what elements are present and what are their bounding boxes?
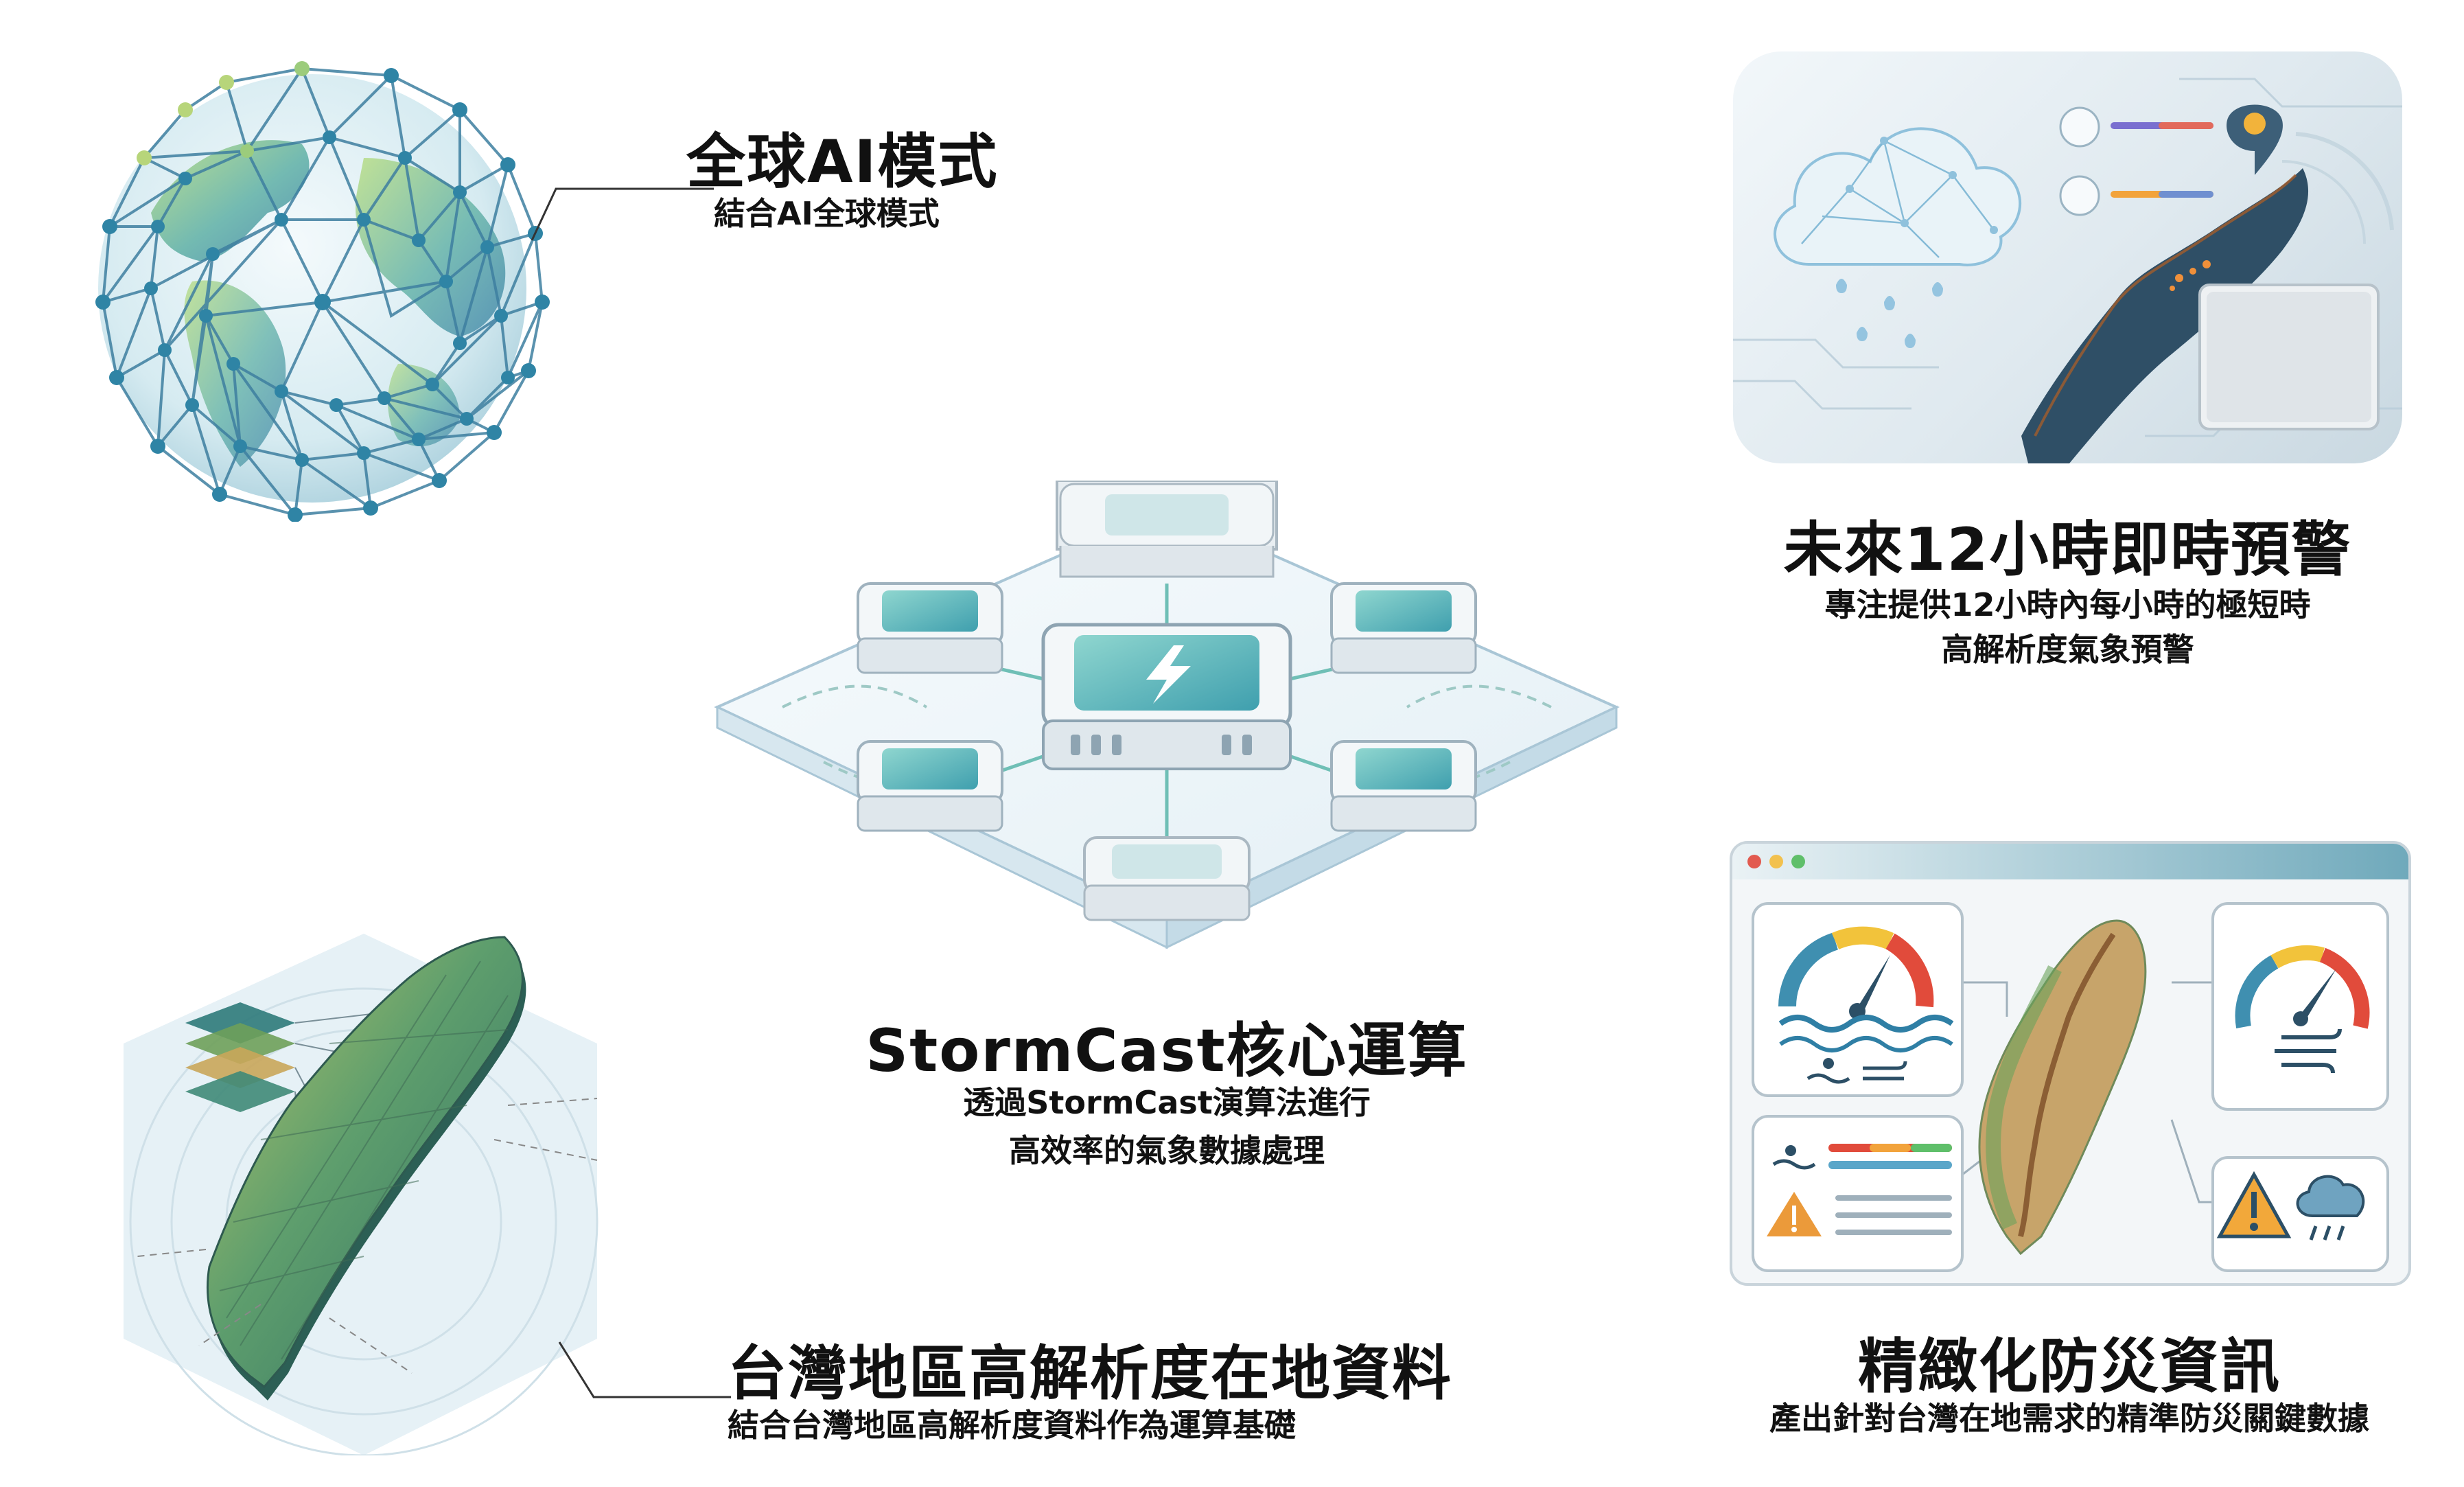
nowcast-subtitle-line2: 高解析度氣象預警 xyxy=(1941,631,2194,668)
swimmer-warning-icon xyxy=(1772,1145,1816,1170)
minimize-dot-icon xyxy=(1769,855,1783,868)
disaster-info-subtitle: 產出針對台灣在地需求的精準防災關鍵數據 xyxy=(1769,1400,2369,1437)
wind-icon xyxy=(2059,175,2100,216)
nowcast-title: 未來12小時即時預警 xyxy=(1783,516,2352,584)
browser-title-bar xyxy=(1732,844,2408,879)
close-dot-icon xyxy=(1747,855,1761,868)
nowcast-subtitle-line1: 專注提供12小時內每小時的極短時 xyxy=(1824,586,2311,623)
globe-illustration xyxy=(75,55,556,522)
nowcast-illustration xyxy=(1733,51,2402,463)
taiwan-map-3d xyxy=(2021,168,2309,463)
connector-line-local xyxy=(558,1341,731,1398)
cloud-icon xyxy=(1774,127,2021,348)
globe-icon xyxy=(95,61,550,522)
global-model-subtitle: 結合AI全球模式 xyxy=(714,195,940,232)
location-pin-icon xyxy=(2227,104,2283,175)
wind-speed-gauge-icon xyxy=(2235,945,2370,1074)
core-subtitle-line2: 高效率的氣象數據處理 xyxy=(1009,1132,1325,1169)
local-data-subtitle: 結合台灣地區高解析度資料作為運算基礎 xyxy=(728,1407,1296,1444)
data-layers-icon xyxy=(185,1002,412,1168)
connector-line-global xyxy=(531,187,714,241)
rain-icon xyxy=(2059,106,2100,148)
disaster-dashboard-illustration xyxy=(1730,841,2411,1286)
alert-triangle-icon xyxy=(2216,1171,2292,1238)
core-chip-illustration xyxy=(700,481,1634,982)
taiwan-terrain-illustration xyxy=(124,934,604,1455)
core-subtitle-line1: 透過StormCast演算法進行 xyxy=(963,1084,1371,1121)
global-model-title: 全球AI模式 xyxy=(686,128,999,196)
wind-small-icon xyxy=(1863,1061,1907,1081)
disaster-info-title: 精緻化防災資訊 xyxy=(1858,1333,2281,1401)
maximize-dot-icon xyxy=(1791,855,1805,868)
local-data-title: 台灣地區高解析度在地資料 xyxy=(728,1339,1452,1408)
water-level-gauge-icon xyxy=(1778,926,1954,1052)
lightning-icon xyxy=(1041,623,1292,770)
swimmer-icon xyxy=(1806,1058,1850,1084)
core-title: StormCast核心運算 xyxy=(865,1017,1468,1085)
warning-triangle-icon xyxy=(1767,1192,1822,1236)
rain-cloud-icon xyxy=(2296,1175,2365,1241)
